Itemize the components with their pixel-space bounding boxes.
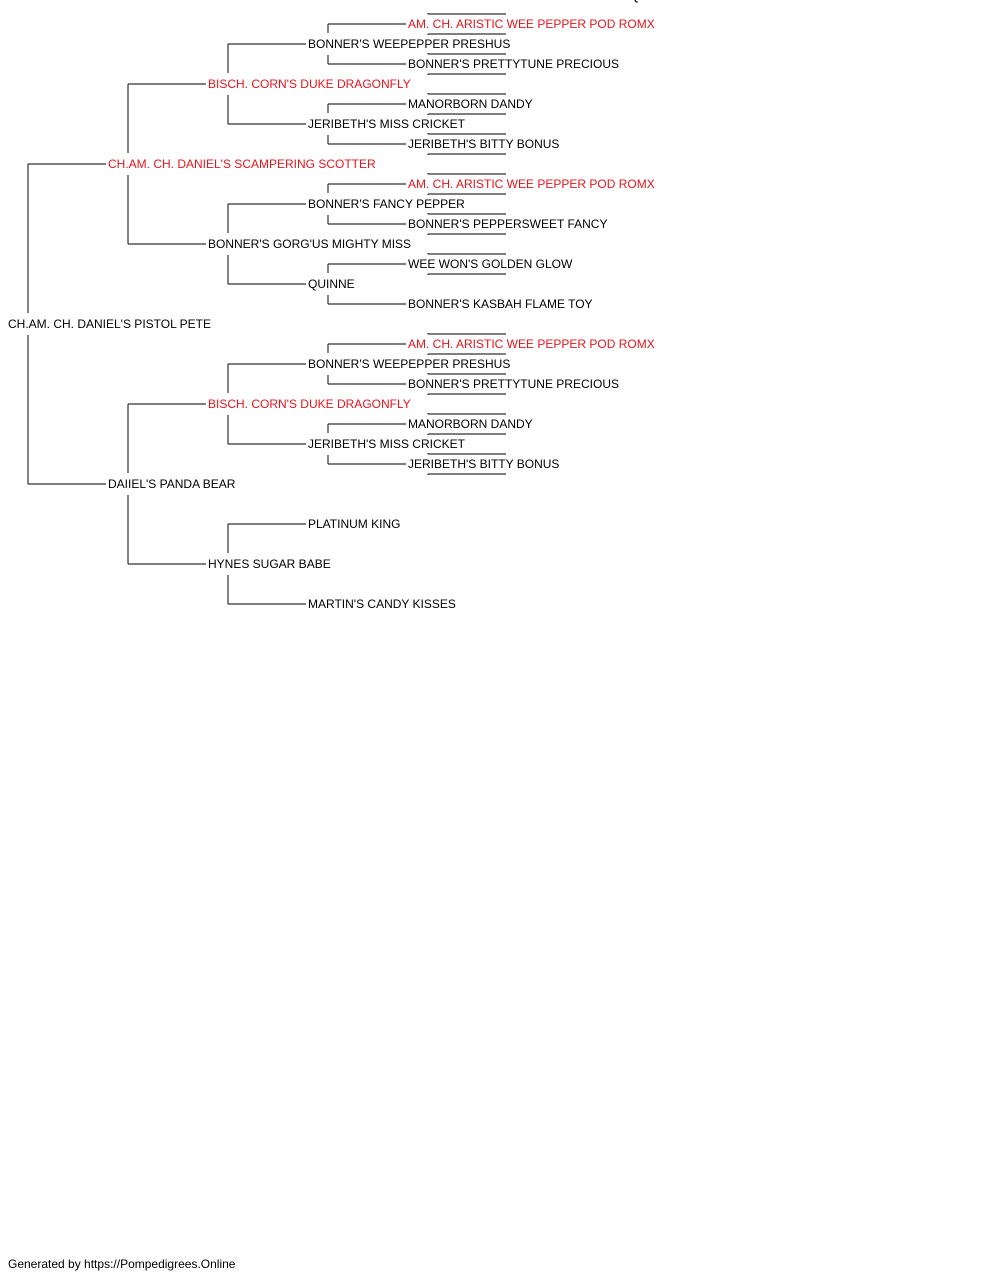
- ancestor-name: BONNER'S PEPPERSWEET FANCY: [408, 217, 607, 231]
- ancestor-name: AM. CH. ARISTIC FLAMING CHERUB ROM: [508, 0, 745, 3]
- ancestor-name: JERIBETH'S MISS CRICKET: [308, 117, 466, 131]
- ancestor-name: BONNER'S WEE CONQUEST O'RHYTHM: [508, 0, 738, 3]
- ancestor-name: CH. GOLDEN GLOW DANDY ROM: [508, 0, 699, 3]
- ancestor-name: JERIBETH'S BITTY BONUS: [408, 137, 559, 151]
- ancestor-name: KILLIAN'S RED WING: [508, 0, 628, 3]
- ancestor-name: BONNER'S CHERI PRETTYPEPPER: [508, 0, 710, 3]
- ancestor-name: BONNER'S GORG'US MIGHTY MISS: [208, 237, 411, 251]
- ancestor-name: MARTIN'S CANDY KISSES: [308, 597, 456, 611]
- ancestor-name: PLATINUM KING: [308, 517, 400, 531]
- ancestor-name: ARISTIC LITTLE MISS CHEERFUL: [508, 0, 699, 3]
- ancestor-name: ARISTIC WEE PEPPERSWEET: [508, 0, 681, 3]
- ancestor-name: QUINNE: [308, 277, 355, 291]
- ancestor-name: WEE WON'S GOLDEN GLOW: [408, 257, 573, 271]
- ancestor-name: JERIBETH'S BITTY BONUS: [408, 457, 559, 471]
- ancestor-name: AM. CH. ARISTIC FLAMING CHERUB ROM: [508, 0, 745, 3]
- ancestor-name: BONNER'S WEE CONQUEST O'RHYTHM: [508, 0, 738, 3]
- ancestor-name: ARISTIC WEE WON'S PEPPER: [508, 0, 681, 3]
- ancestor-name: ARISTIC WEE WON'S PEPPER: [508, 0, 681, 3]
- ancestor-name: BONNER'S WEEPEPPER PRESHUS: [308, 37, 510, 51]
- ancestor-name: BONNER'S KASBAH FLAME TOY: [408, 297, 593, 311]
- ancestor-name: BONNER'S WEEPEPPER PRESHUS: [308, 357, 510, 371]
- ancestor-name: WELLINGTON'S GOLDEN SPUNKY: [508, 0, 704, 3]
- ancestor-name: BISCH. CORN'S DUKE DRAGONFLY: [208, 397, 411, 411]
- ancestor-name: HYNES SUGAR BABE: [208, 557, 331, 571]
- ancestor-name: WELLINGTON'S CUDDLES: [508, 0, 658, 3]
- ancestor-name: WELLINGTON'S CUDDLES: [508, 0, 658, 3]
- pedigree-tree: CH.AM. CH. DANIEL'S PISTOL PETE CH.AM. CH…: [8, 0, 745, 611]
- ancestor-name: ARISTIC LITTLE MISS CHEERFUL: [508, 0, 699, 3]
- ancestor-name: ARISTIC WEE WON'S PEPPER: [508, 0, 681, 3]
- ancestor-name: JERIBETH'S MISS CRICKET: [308, 437, 466, 451]
- ancestor-name: AM. CH. ARISTIC WEE PEPPER POD ROMX: [408, 337, 655, 351]
- ancestor-name: MANORBORN DANDY: [408, 97, 533, 111]
- ancestor-name: KILLIAN'S RED WING: [508, 0, 628, 3]
- ancestor-name: BONNER'S PRETTYTUNE PRECIOUS: [408, 57, 619, 71]
- ancestor-name: CH.AM. CH. DANIEL'S SCAMPERING SCOTTER: [108, 157, 376, 171]
- ancestor-name: BONNER'S FANCY PEPPER: [308, 197, 465, 211]
- ancestor-name: MANORBORN DANDY: [408, 417, 533, 431]
- ancestor-name: WELLINGTON'S GOLDEN SPUNKY: [508, 0, 704, 3]
- ancestor-name: AM. CH. ARISTIC FLAMING CHERUB ROM: [508, 0, 745, 3]
- ancestor-name: ARISTIC LITTLE MISS CHEERFUL: [508, 0, 699, 3]
- ancestor-name: AM. CH. ARISTIC WEE PEPPER POD ROMX: [408, 17, 655, 31]
- ancestor-name: BONNER'S PRETTYTUNE PRECIOUS: [408, 377, 619, 391]
- ancestor-name: BONNER'S CHERI PRETTYPEPPER: [508, 0, 710, 3]
- ancestor-name: DAIIEL'S PANDA BEAR: [108, 477, 236, 491]
- ancestor-name: WEE WON'S LADY LUCK: [508, 0, 648, 3]
- footer-credit: Generated by https://Pompedigrees.Online: [8, 1257, 236, 1271]
- ancestor-name: BISCH. CORN'S DUKE DRAGONFLY: [208, 77, 411, 91]
- subject-name: CH.AM. CH. DANIEL'S PISTOL PETE: [8, 317, 211, 331]
- ancestor-name: AM. CH. ARISTIC WEE PEPPER POD ROMX: [408, 177, 655, 191]
